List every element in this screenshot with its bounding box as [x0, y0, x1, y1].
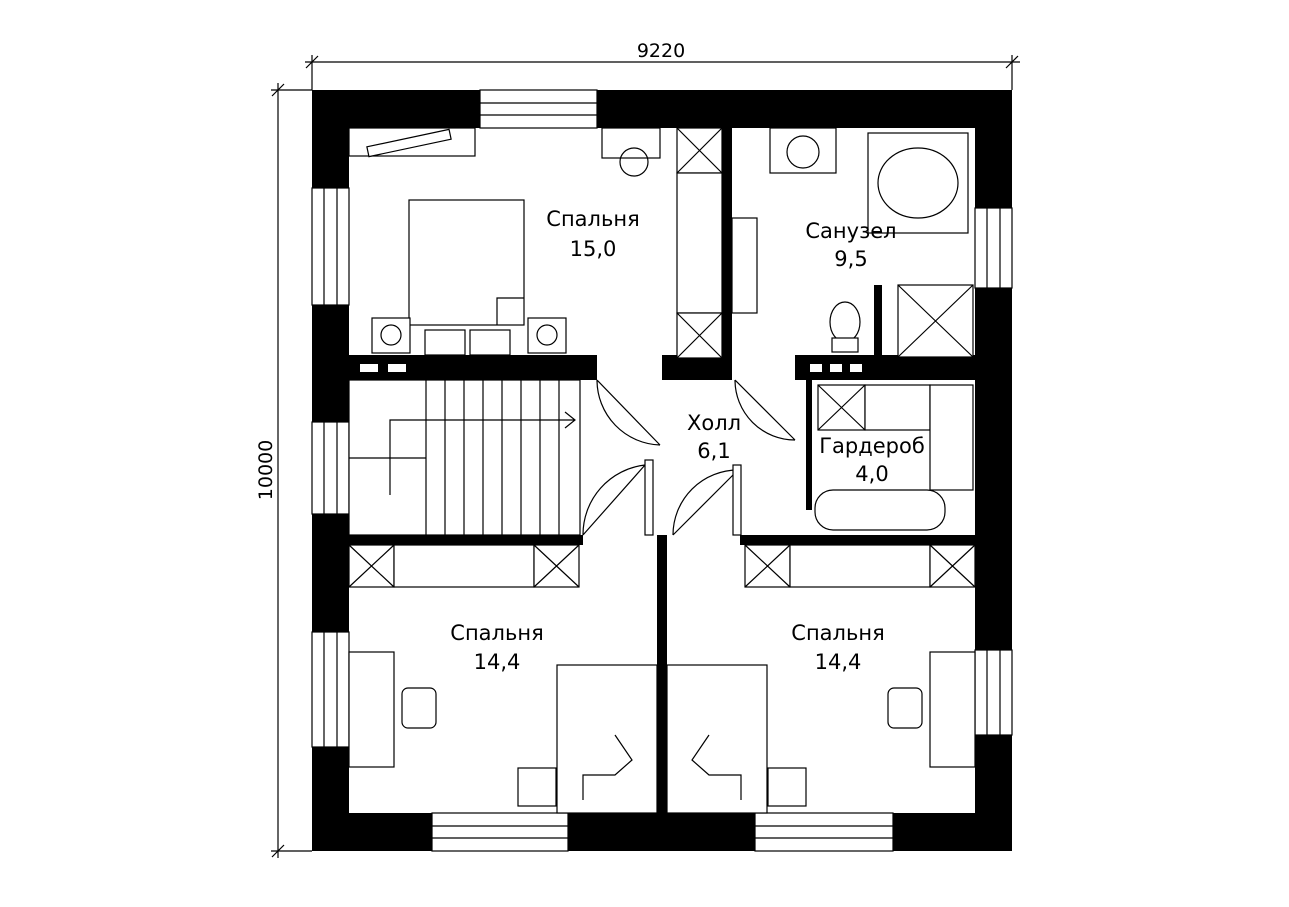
- width-dimension: 9220: [305, 40, 1020, 90]
- room-area: 9,5: [834, 247, 867, 271]
- height-dimension-label: 10000: [255, 440, 277, 500]
- width-dimension-label: 9220: [637, 40, 685, 62]
- interior-walls: [349, 128, 975, 813]
- room-name: Санузел: [805, 219, 896, 243]
- bed: [408, 199, 525, 326]
- windows: [311, 89, 1013, 852]
- stairs: [348, 379, 581, 536]
- room-area: 15,0: [570, 237, 617, 261]
- room-name: Холл: [687, 411, 741, 435]
- height-dimension: 10000: [255, 83, 312, 858]
- room-area: 14,4: [815, 650, 862, 674]
- room-name: Гардероб: [819, 434, 925, 458]
- room-labels: Спальня 15,0 Санузел 9,5 Холл 6,1 Гардер…: [450, 207, 925, 674]
- room-area: 4,0: [855, 462, 888, 486]
- room-name: Спальня: [791, 621, 884, 645]
- room-area: 6,1: [697, 439, 730, 463]
- doors: [582, 379, 796, 536]
- room-name: Спальня: [546, 207, 639, 231]
- furniture: [348, 127, 976, 814]
- room-area: 14,4: [474, 650, 521, 674]
- room-name: Спальня: [450, 621, 543, 645]
